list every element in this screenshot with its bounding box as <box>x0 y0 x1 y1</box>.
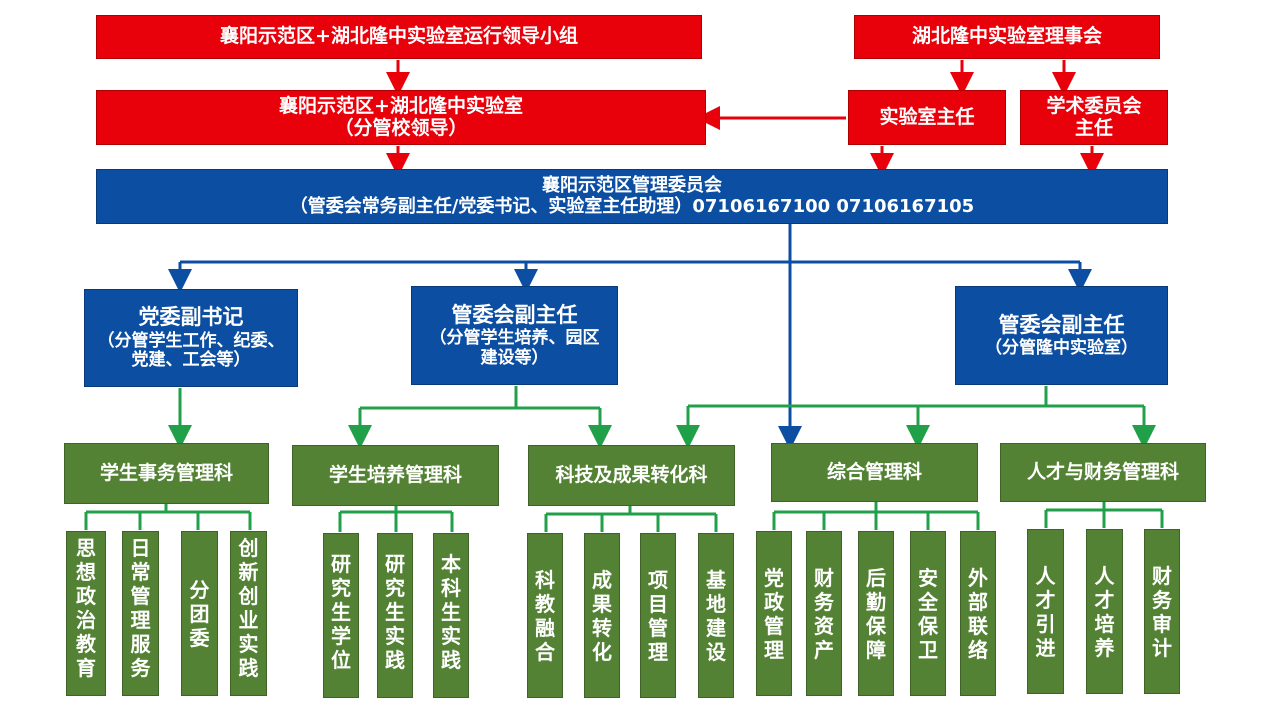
academic-line2: 主任 <box>1074 116 1113 139</box>
council-box: 湖北隆中实验室理事会 <box>854 15 1160 59</box>
unit-label: 项目管理 <box>648 568 668 664</box>
lab-director-box: 实验室主任 <box>848 90 1006 145</box>
unit-box: 思想政治教育 <box>66 531 106 696</box>
committee-line2: （管委会常务副主任/党委书记、实验室主任助理）07106167100 07106… <box>289 195 975 217</box>
unit-label: 财务审计 <box>1152 564 1172 660</box>
unit-box: 分团委 <box>181 531 218 696</box>
lab-line1: 襄阳示范区+湖北隆中实验室 <box>279 94 523 117</box>
unit-box: 科教融合 <box>527 533 563 698</box>
unit-box: 研究生学位 <box>323 533 359 698</box>
department-label: 综合管理科 <box>826 460 922 483</box>
unit-label: 研究生学位 <box>331 552 351 672</box>
unit-box: 本科生实践 <box>433 533 469 698</box>
unit-label: 人才引进 <box>1035 564 1056 660</box>
unit-label: 人才培养 <box>1094 564 1115 660</box>
unit-box: 党政管理 <box>756 531 792 696</box>
unit-box: 日常管理服务 <box>122 531 159 696</box>
lab-director-label: 实验室主任 <box>879 105 975 128</box>
academic-line1: 学术委员会 <box>1046 94 1142 117</box>
unit-box: 财务资产 <box>806 531 842 696</box>
unit-label: 思想政治教育 <box>76 536 96 680</box>
unit-label: 研究生实践 <box>385 552 405 672</box>
unit-label: 党政管理 <box>764 566 784 662</box>
unit-label: 创新创业实践 <box>238 536 259 680</box>
unit-box: 创新创业实践 <box>230 531 267 696</box>
department-talent-finance: 人才与财务管理科 <box>1000 443 1206 502</box>
leading-group-box: 襄阳示范区+湖北隆中实验室运行领导小组 <box>96 15 702 59</box>
unit-label: 成果转化 <box>592 568 612 664</box>
unit-box: 成果转化 <box>584 533 620 698</box>
deputy-title: 党委副书记 <box>138 305 244 330</box>
deputy-sub: （分管隆中实验室） <box>985 337 1138 358</box>
leading-group-label: 襄阳示范区+湖北隆中实验室运行领导小组 <box>220 25 578 48</box>
unit-label: 后勤保障 <box>866 566 886 662</box>
department-student-affairs: 学生事务管理科 <box>64 443 269 504</box>
unit-box: 人才培养 <box>1086 529 1123 694</box>
unit-label: 日常管理服务 <box>130 536 151 680</box>
unit-box: 后勤保障 <box>858 531 894 696</box>
unit-label: 科教融合 <box>535 568 555 664</box>
unit-box: 基地建设 <box>698 533 734 698</box>
unit-box: 研究生实践 <box>377 533 413 698</box>
department-general-management: 综合管理科 <box>771 443 978 502</box>
department-label: 学生培养管理科 <box>328 463 462 486</box>
unit-label: 基地建设 <box>706 568 726 664</box>
unit-box: 财务审计 <box>1144 529 1180 694</box>
deputy-sub: （分管学生培养、园区建设等） <box>429 328 600 368</box>
lab-box: 襄阳示范区+湖北隆中实验室 （分管校领导） <box>96 90 706 145</box>
academic-committee-box: 学术委员会 主任 <box>1020 90 1168 145</box>
lab-line2: （分管校领导） <box>334 116 468 139</box>
unit-label: 分团委 <box>189 577 210 650</box>
unit-box: 外部联络 <box>960 531 996 696</box>
unit-label: 本科生实践 <box>441 552 461 672</box>
department-student-training: 学生培养管理科 <box>292 445 499 506</box>
deputy-title: 管委会副主任 <box>998 312 1125 337</box>
unit-box: 人才引进 <box>1027 529 1064 694</box>
deputy-secretary-box: 党委副书记 （分管学生工作、纪委、党建、工会等） <box>84 289 298 387</box>
unit-box: 项目管理 <box>640 533 676 698</box>
department-label: 科技及成果转化科 <box>555 463 708 486</box>
council-label: 湖北隆中实验室理事会 <box>911 25 1102 48</box>
department-tech-transfer: 科技及成果转化科 <box>528 445 735 506</box>
deputy-director-training-box: 管委会副主任 （分管学生培养、园区建设等） <box>411 286 618 385</box>
deputy-director-lab-box: 管委会副主任 （分管隆中实验室） <box>955 286 1168 385</box>
deputy-title: 管委会副主任 <box>451 302 578 327</box>
management-committee-box: 襄阳示范区管理委员会 （管委会常务副主任/党委书记、实验室主任助理）071061… <box>96 169 1168 224</box>
unit-label: 外部联络 <box>968 566 988 662</box>
unit-label: 财务资产 <box>814 566 834 662</box>
unit-label: 安全保卫 <box>918 566 938 662</box>
unit-box: 安全保卫 <box>910 531 946 696</box>
department-label: 人才与财务管理科 <box>1026 460 1179 483</box>
department-label: 学生事务管理科 <box>99 461 233 484</box>
deputy-sub: （分管学生工作、纪委、党建、工会等） <box>97 330 285 371</box>
committee-line1: 襄阳示范区管理委员会 <box>542 174 722 196</box>
